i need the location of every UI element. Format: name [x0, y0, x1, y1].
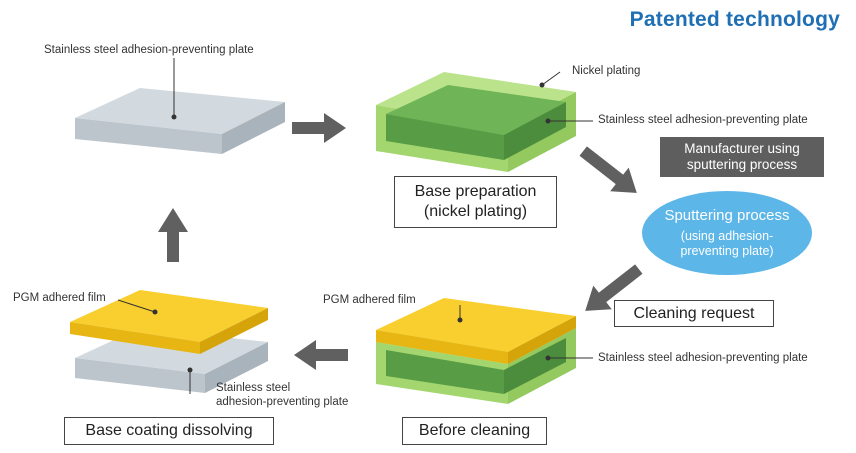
label-steel-left-line1: Stainless steel	[216, 382, 291, 394]
label-steel-plate-top-left: Stainless steel adhesion-preventing plat…	[44, 44, 254, 56]
leader-dot-top-left	[171, 114, 177, 120]
arrow-left-bottom	[294, 340, 348, 370]
leader-dot-nickel	[539, 82, 545, 88]
box-cleaning-request: Cleaning request	[614, 300, 774, 327]
box-manufacturer-line2: sputtering process	[686, 157, 798, 172]
box-base-preparation-line2: (nickel plating)	[423, 203, 528, 220]
leader-dot-steel-left	[187, 367, 193, 373]
label-pgm-film-right: PGM adhered film	[323, 294, 416, 306]
leader-line-nickel	[541, 71, 561, 86]
box-manufacturer: Manufacturer using sputtering process	[660, 137, 824, 177]
arrow-down-left	[585, 264, 643, 311]
plate-before-cleaning	[376, 298, 576, 404]
box-before-cleaning: Before cleaning	[402, 417, 547, 445]
arrow-up-left	[158, 208, 188, 262]
leader-dot-top-right-plate	[545, 118, 551, 124]
label-steel-plate-bottom-right: Stainless steel adhesion-preventing plat…	[598, 352, 808, 364]
sputtering-sub-line1: (using adhesion-	[680, 229, 774, 243]
leader-dot-bottom-right-plate	[545, 355, 551, 361]
sputtering-ellipse	[642, 191, 812, 275]
sputtering-title: Sputtering process	[664, 207, 790, 224]
leader-dot-pgm-left	[152, 309, 158, 315]
steel-plate-top-left	[75, 88, 285, 154]
label-steel-left-line2: adhesion-preventing plate	[216, 396, 349, 408]
label-pgm-film-left: PGM adhered film	[13, 292, 106, 304]
box-manufacturer-line1: Manufacturer using	[684, 141, 800, 157]
box-base-preparation-line1: Base preparation	[414, 183, 537, 200]
arrow-down-right	[579, 146, 637, 193]
label-nickel-plating: Nickel plating	[572, 65, 641, 77]
box-base-coating-dissolving: Base coating dissolving	[64, 417, 274, 445]
leader-line-pgm-left	[117, 299, 156, 313]
label-steel-plate-top-right: Stainless steel adhesion-preventing plat…	[598, 114, 808, 126]
pgm-film-bottom-left	[70, 290, 268, 354]
leader-dot-pgm-right	[457, 317, 463, 323]
arrow-right-top	[292, 113, 346, 143]
box-base-preparation: Base preparation (nickel plating)	[394, 176, 557, 228]
page-title: Patented technology	[629, 8, 840, 31]
sputtering-sub-line2: preventing plate)	[680, 244, 774, 258]
nickel-plated-plate	[376, 72, 576, 172]
